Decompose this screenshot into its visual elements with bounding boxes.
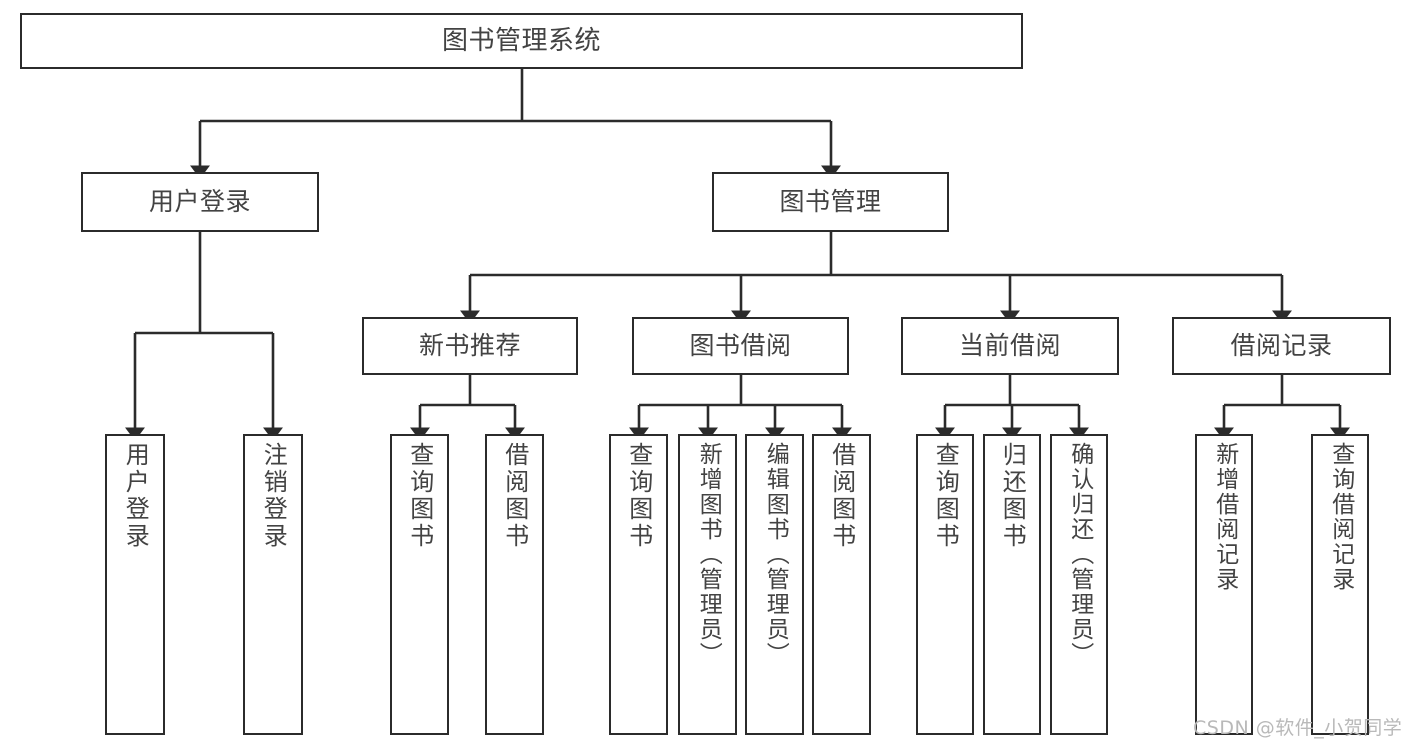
node-l_logout: 注销登录 [243, 434, 303, 735]
node-newbook: 新书推荐 [362, 317, 578, 375]
node-b_edit: 编辑图书（管理员） [745, 434, 804, 735]
node-label: 注销登录 [259, 442, 288, 550]
node-b_query: 查询图书 [609, 434, 668, 735]
csdn-watermark: CSDN @软件_小贺同学 [1193, 717, 1403, 739]
node-label: 当前借阅 [958, 331, 1061, 361]
node-current: 当前借阅 [901, 317, 1119, 375]
node-login: 用户登录 [81, 172, 319, 232]
node-label: 编辑图书（管理员） [762, 442, 789, 667]
node-b_lend: 借阅图书 [812, 434, 871, 735]
node-n_query: 查询图书 [390, 434, 449, 735]
node-borrow: 图书借阅 [632, 317, 849, 375]
node-b_add: 新增图书（管理员） [678, 434, 737, 735]
node-n_borrow: 借阅图书 [485, 434, 544, 735]
node-label: 新增图书（管理员） [695, 442, 722, 667]
node-c_query: 查询图书 [916, 434, 974, 735]
node-c_confirm: 确认归还（管理员） [1050, 434, 1108, 735]
node-label: 查询图书 [624, 442, 653, 550]
node-label: 新书推荐 [418, 331, 521, 361]
node-label: 归还图书 [998, 442, 1027, 550]
node-label: 图书管理系统 [441, 25, 601, 56]
node-bookmgmt: 图书管理 [712, 172, 949, 232]
node-label: 查询图书 [931, 442, 960, 550]
node-record: 借阅记录 [1172, 317, 1391, 375]
node-label: 用户登录 [121, 442, 150, 550]
node-root: 图书管理系统 [20, 13, 1023, 69]
node-label: 图书借阅 [689, 331, 792, 361]
node-r_add: 新增借阅记录 [1195, 434, 1253, 735]
node-l_login: 用户登录 [105, 434, 165, 735]
node-c_return: 归还图书 [983, 434, 1041, 735]
node-label: 查询图书 [405, 442, 434, 550]
node-label: 借阅图书 [500, 442, 529, 550]
node-label: 借阅图书 [827, 442, 856, 550]
node-label: 用户登录 [148, 187, 251, 217]
node-label: 图书管理 [779, 187, 882, 217]
node-label: 新增借阅记录 [1211, 442, 1238, 592]
node-label: 借阅记录 [1230, 331, 1333, 361]
node-r_query: 查询借阅记录 [1311, 434, 1369, 735]
node-label: 确认归还（管理员） [1066, 442, 1093, 667]
node-label: 查询借阅记录 [1327, 442, 1354, 592]
